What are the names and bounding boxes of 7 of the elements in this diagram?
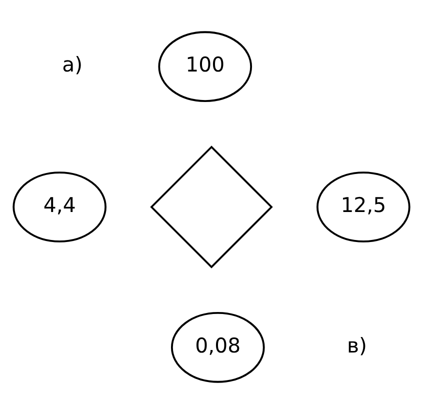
label: а): [62, 52, 83, 76]
node-ellipse: 0,08: [170, 312, 265, 383]
node-ellipse: 4,4: [12, 172, 106, 242]
node-ellipse: 12,5: [316, 172, 410, 242]
node-diamond: [150, 146, 273, 268]
node-ellipse: 100: [158, 31, 252, 102]
label: в): [347, 333, 368, 358]
